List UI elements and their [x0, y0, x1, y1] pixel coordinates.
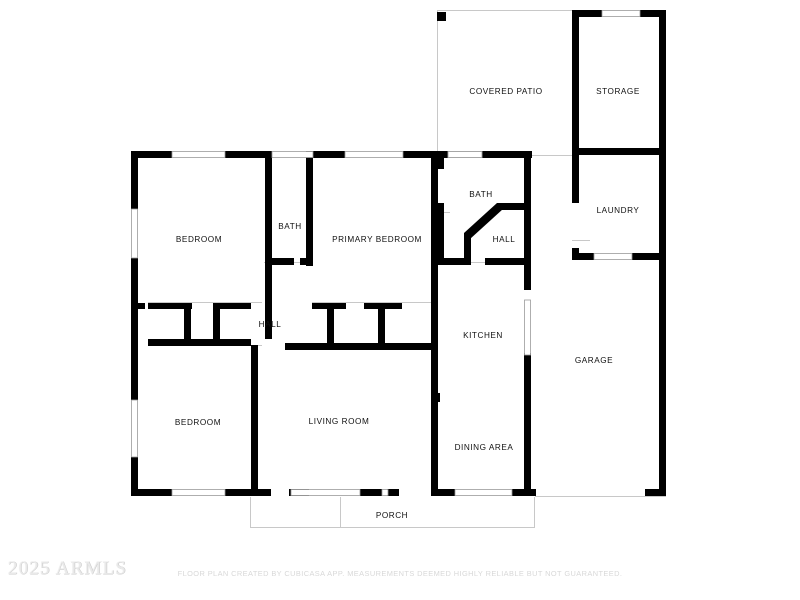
footer-disclaimer: FLOOR PLAN CREATED BY CUBICASA APP. MEAS…: [177, 569, 623, 578]
wall-pcloset-bottom: [285, 343, 437, 350]
room-label-hall-right: HALL: [493, 235, 516, 244]
wall-bottom-seg-1: [131, 489, 172, 496]
wall-left-bottom: [131, 457, 138, 496]
wall-bedroom-bottom-right: [251, 345, 258, 496]
wall-kitchen-left-bottom: [431, 343, 438, 496]
window-living-small: [381, 489, 389, 496]
wall-closet-b-left: [213, 303, 220, 345]
wall-pcloset-right-vert: [378, 303, 385, 349]
wall-top-seg-2: [225, 151, 265, 158]
wall-hall2-bottom-left: [437, 258, 471, 265]
window-primary-top: [344, 151, 404, 158]
room-label-primary-bedroom: PRIMARY BEDROOM: [332, 235, 422, 244]
window-bedroom-top-left: [131, 208, 138, 259]
wall-primary-left-stub: [306, 258, 313, 266]
room-label-bedroom-bottom: BEDROOM: [175, 418, 221, 427]
wall-top-seg-3: [313, 151, 345, 158]
room-label-bedroom-top: BEDROOM: [176, 235, 222, 244]
wall-closet-b-top: [213, 303, 251, 309]
wall-pcloset-mid: [327, 303, 334, 349]
wall-closet-a-right: [184, 303, 191, 345]
wall-left-lower: [131, 393, 138, 400]
wall-bottom-seg-5: [387, 489, 399, 496]
room-label-garage: GARAGE: [575, 356, 613, 365]
room-label-bath-hall: BATH: [278, 222, 301, 231]
room-labels: COVERED PATIO STORAGE BATH LAUNDRY BEDRO…: [175, 87, 640, 520]
wall-bottom-seg-4: [360, 489, 382, 496]
wall-bath2-right-lower: [524, 236, 531, 265]
wall-kitchen-left: [431, 151, 438, 275]
wall-bath2-right: [524, 158, 531, 206]
wall-storage-top-right: [640, 10, 666, 17]
room-label-storage: STORAGE: [596, 87, 640, 96]
wall-laundry-bottom-right: [632, 253, 666, 260]
door-kitchen-to-garage: [524, 299, 531, 356]
window-bedroom-bottom-left: [131, 399, 138, 458]
wall-bath2-vert-lower: [464, 233, 471, 265]
wall-bottom-seg-6: [431, 489, 455, 496]
wall-bath2-left-stub: [437, 203, 444, 263]
wall-bottom-seg-7: [512, 489, 536, 496]
wall-storage-bottom: [572, 148, 666, 155]
wall-bath-bottom-cap: [265, 296, 272, 303]
wall-bath-bottom-left: [265, 258, 294, 265]
wall-bath-bottom-right: [300, 258, 306, 265]
wall-patio-corner-stub: [437, 12, 446, 21]
walls: [131, 10, 666, 496]
wall-garage-left-lower: [524, 353, 531, 496]
wall-laundry-bottom-left: [572, 253, 594, 260]
wall-bath2-diag-top: [497, 203, 531, 210]
window-living-room: [290, 489, 361, 496]
room-label-kitchen: KITCHEN: [463, 331, 503, 340]
wall-storage-top-left: [572, 10, 602, 17]
wall-top-seg-1: [131, 151, 172, 158]
window-patio-bottom: [447, 151, 483, 158]
wall-closet-a-top: [148, 303, 192, 309]
wall-primary-left: [306, 151, 313, 264]
wall-bottom-seg-2: [225, 489, 271, 496]
wall-left-upper-lower: [131, 345, 138, 395]
wall-bath2-diagonal: [464, 203, 503, 239]
wall-laundry-right: [659, 155, 666, 260]
room-label-porch: PORCH: [376, 511, 408, 520]
wall-laundry-left-upper: [572, 155, 579, 203]
wall-storage-right: [659, 10, 666, 155]
window-storage-top: [601, 10, 641, 17]
wall-kitchen-left-lower: [431, 262, 438, 354]
wall-storage-left: [572, 10, 579, 155]
room-label-living-room: LIVING ROOM: [309, 417, 370, 426]
window-laundry-bottom: [593, 253, 633, 260]
window-bedroom-bottom: [171, 489, 226, 496]
thin-outlines: [148, 10, 666, 528]
wall-top-seg-4: [403, 151, 430, 158]
wall-patio-vert-stub: [437, 151, 444, 169]
wall-garage-left-upper: [524, 155, 531, 290]
window-dining-area: [454, 489, 513, 496]
wall-garage-bottom-right: [645, 489, 666, 496]
watermark-armls: 2025 ARMLS: [8, 558, 128, 579]
room-label-covered-patio: COVERED PATIO: [469, 87, 542, 96]
wall-patio-bottom-right: [482, 151, 532, 158]
room-label-laundry: LAUNDRY: [597, 206, 640, 215]
window-bath-top: [271, 151, 314, 158]
wall-closet-left-cap: [131, 303, 145, 309]
wall-bedroom-top-right-upper: [265, 151, 272, 264]
room-label-hall-left: HALL: [259, 320, 282, 329]
wall-hall2-bottom-right: [485, 258, 531, 265]
room-label-bath-primary: BATH: [469, 190, 492, 199]
wall-garage-right: [659, 253, 666, 496]
wall-closet-bottom: [148, 339, 251, 346]
wall-left-top-corner: [131, 151, 138, 209]
window-bedroom-top: [171, 151, 226, 158]
post-dining-area: [434, 393, 440, 402]
room-label-dining-area: DINING AREA: [455, 443, 514, 452]
windows: [131, 10, 641, 496]
